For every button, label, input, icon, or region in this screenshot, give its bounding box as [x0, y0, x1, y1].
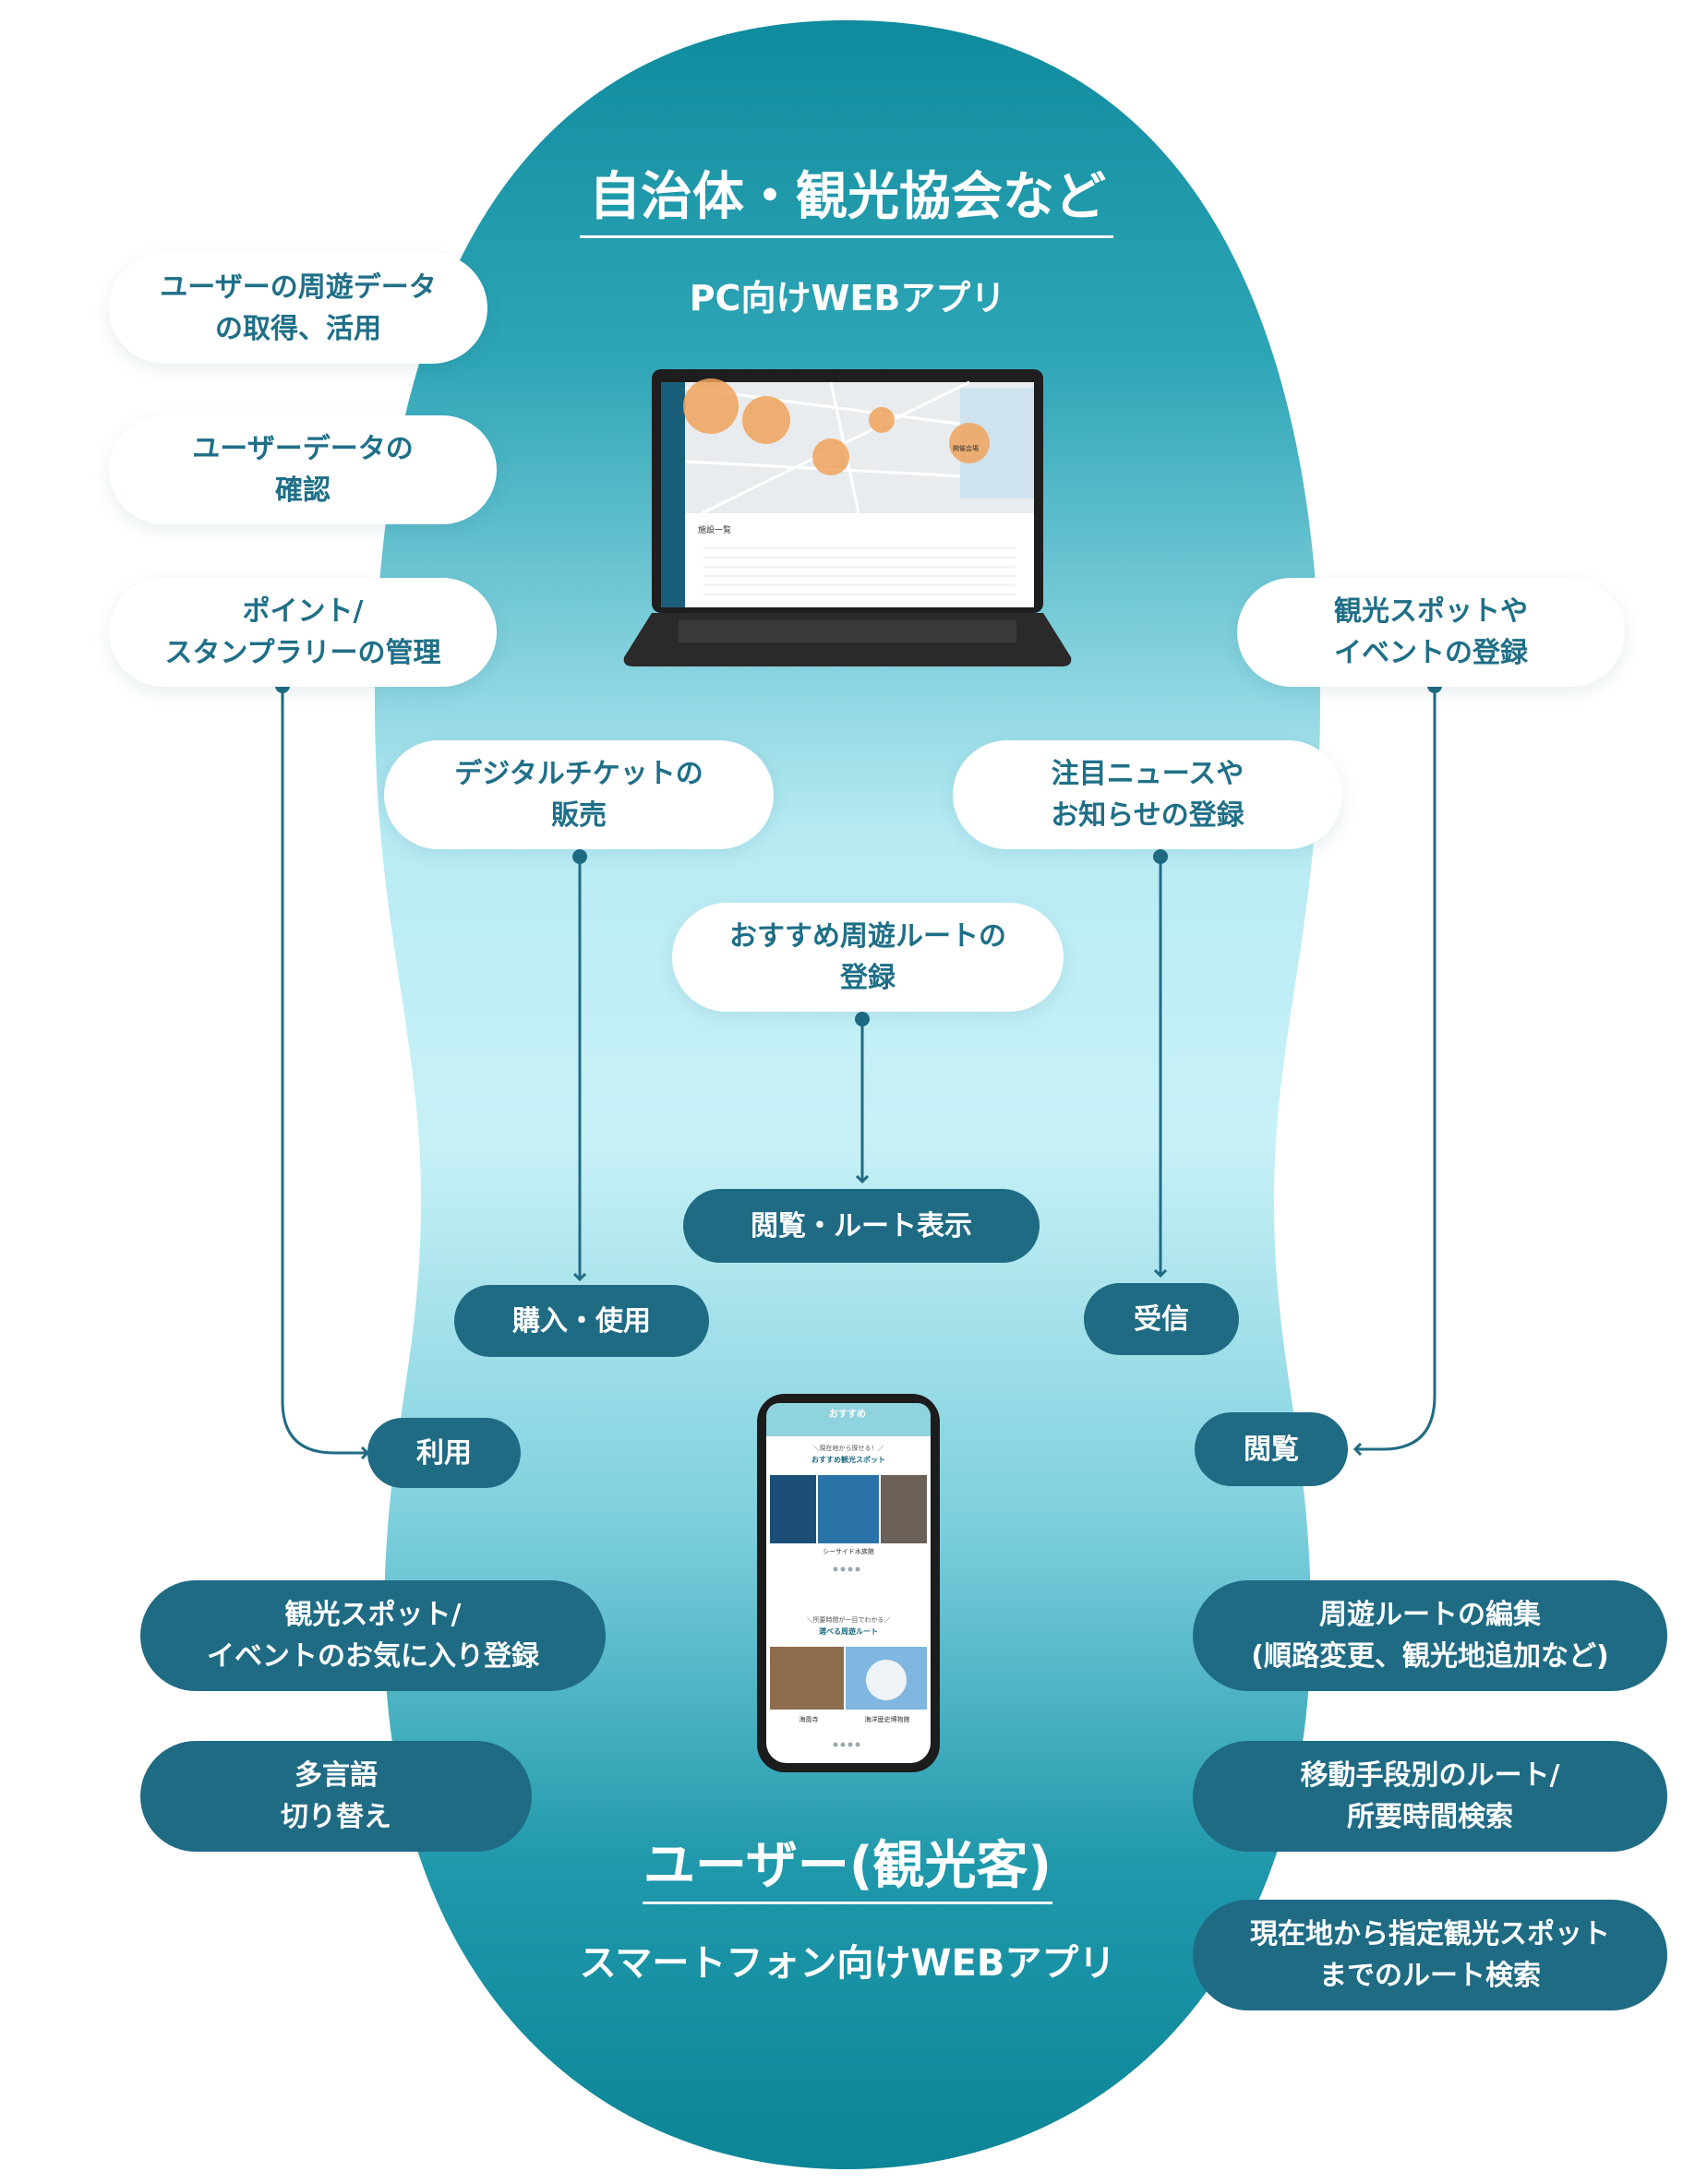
phone-spot-a: 海風寺: [799, 1716, 819, 1723]
target-view-route: 閲覧・ルート表示: [683, 1189, 1040, 1263]
top-title-rule: [580, 235, 1113, 238]
feature-digital-ticket: デジタルチケットの 販売: [384, 740, 774, 849]
phone-section1-caption: ＼現在地から探せる！／: [812, 1445, 884, 1452]
smartphone-illustration: [757, 1394, 940, 1772]
feature-user-data-check: ユーザーデータの 確認: [109, 415, 497, 524]
laptop-illustration: [623, 369, 1072, 666]
background-oval: [375, 20, 1320, 2169]
laptop-map-label: 開催会場: [953, 445, 979, 452]
top-subtitle: PC向けWEBアプリ: [689, 278, 1006, 318]
phone-spot-b: 海洋歴史博物館: [864, 1716, 910, 1723]
phone-section1-spot: シーサイド水族館: [823, 1548, 874, 1555]
connector-lines: [281, 686, 1437, 1453]
target-purchase: 購入・使用: [454, 1285, 709, 1357]
bottom-subtitle: スマートフォン向けWEBアプリ: [579, 1942, 1116, 1985]
feature-multilingual: 多言語 切り替え: [140, 1741, 532, 1852]
feature-news-registration: 注目ニュースや お知らせの登録: [953, 740, 1342, 849]
feature-transport-search: 移動手段別のルート/ 所要時間検索: [1193, 1741, 1667, 1852]
phone-section2-title: 選べる周遊ルート: [819, 1627, 878, 1636]
target-receive: 受信: [1084, 1283, 1239, 1355]
bottom-title: ユーザー(観光客): [643, 1836, 1052, 1896]
feature-stamp-rally: ポイント/ スタンプラリーの管理: [109, 578, 497, 687]
feature-user-data-usage: ユーザーの周遊データ の取得、活用: [109, 253, 487, 364]
feature-current-location-search: 現在地から指定観光スポット までのルート検索: [1193, 1900, 1667, 2010]
laptop-section-title: 施設一覧: [698, 526, 732, 535]
phone-header: おすすめ: [829, 1410, 866, 1420]
feature-spot-event-registration: 観光スポットや イベントの登録: [1237, 578, 1625, 687]
phone-section2-caption: ＼所要時間が一目でわかる／: [806, 1616, 891, 1624]
connector-spot-to-view: [1355, 686, 1437, 1449]
feature-route-edit: 周遊ルートの編集 (順路変更、観光地追加など): [1193, 1580, 1667, 1691]
target-use: 利用: [367, 1418, 521, 1488]
target-browse: 閲覧: [1195, 1412, 1348, 1486]
feature-favorite-registration: 観光スポット/ イベントのお気に入り登録: [140, 1580, 606, 1691]
phone-section1-title: おすすめ観光スポット: [811, 1456, 885, 1464]
feature-recommended-route: おすすめ周遊ルートの 登録: [672, 903, 1064, 1012]
connector-stamp-to-use: [281, 686, 367, 1453]
top-title: 自治体・観光協会など: [589, 167, 1106, 227]
bottom-title-rule: [643, 1902, 1052, 1904]
